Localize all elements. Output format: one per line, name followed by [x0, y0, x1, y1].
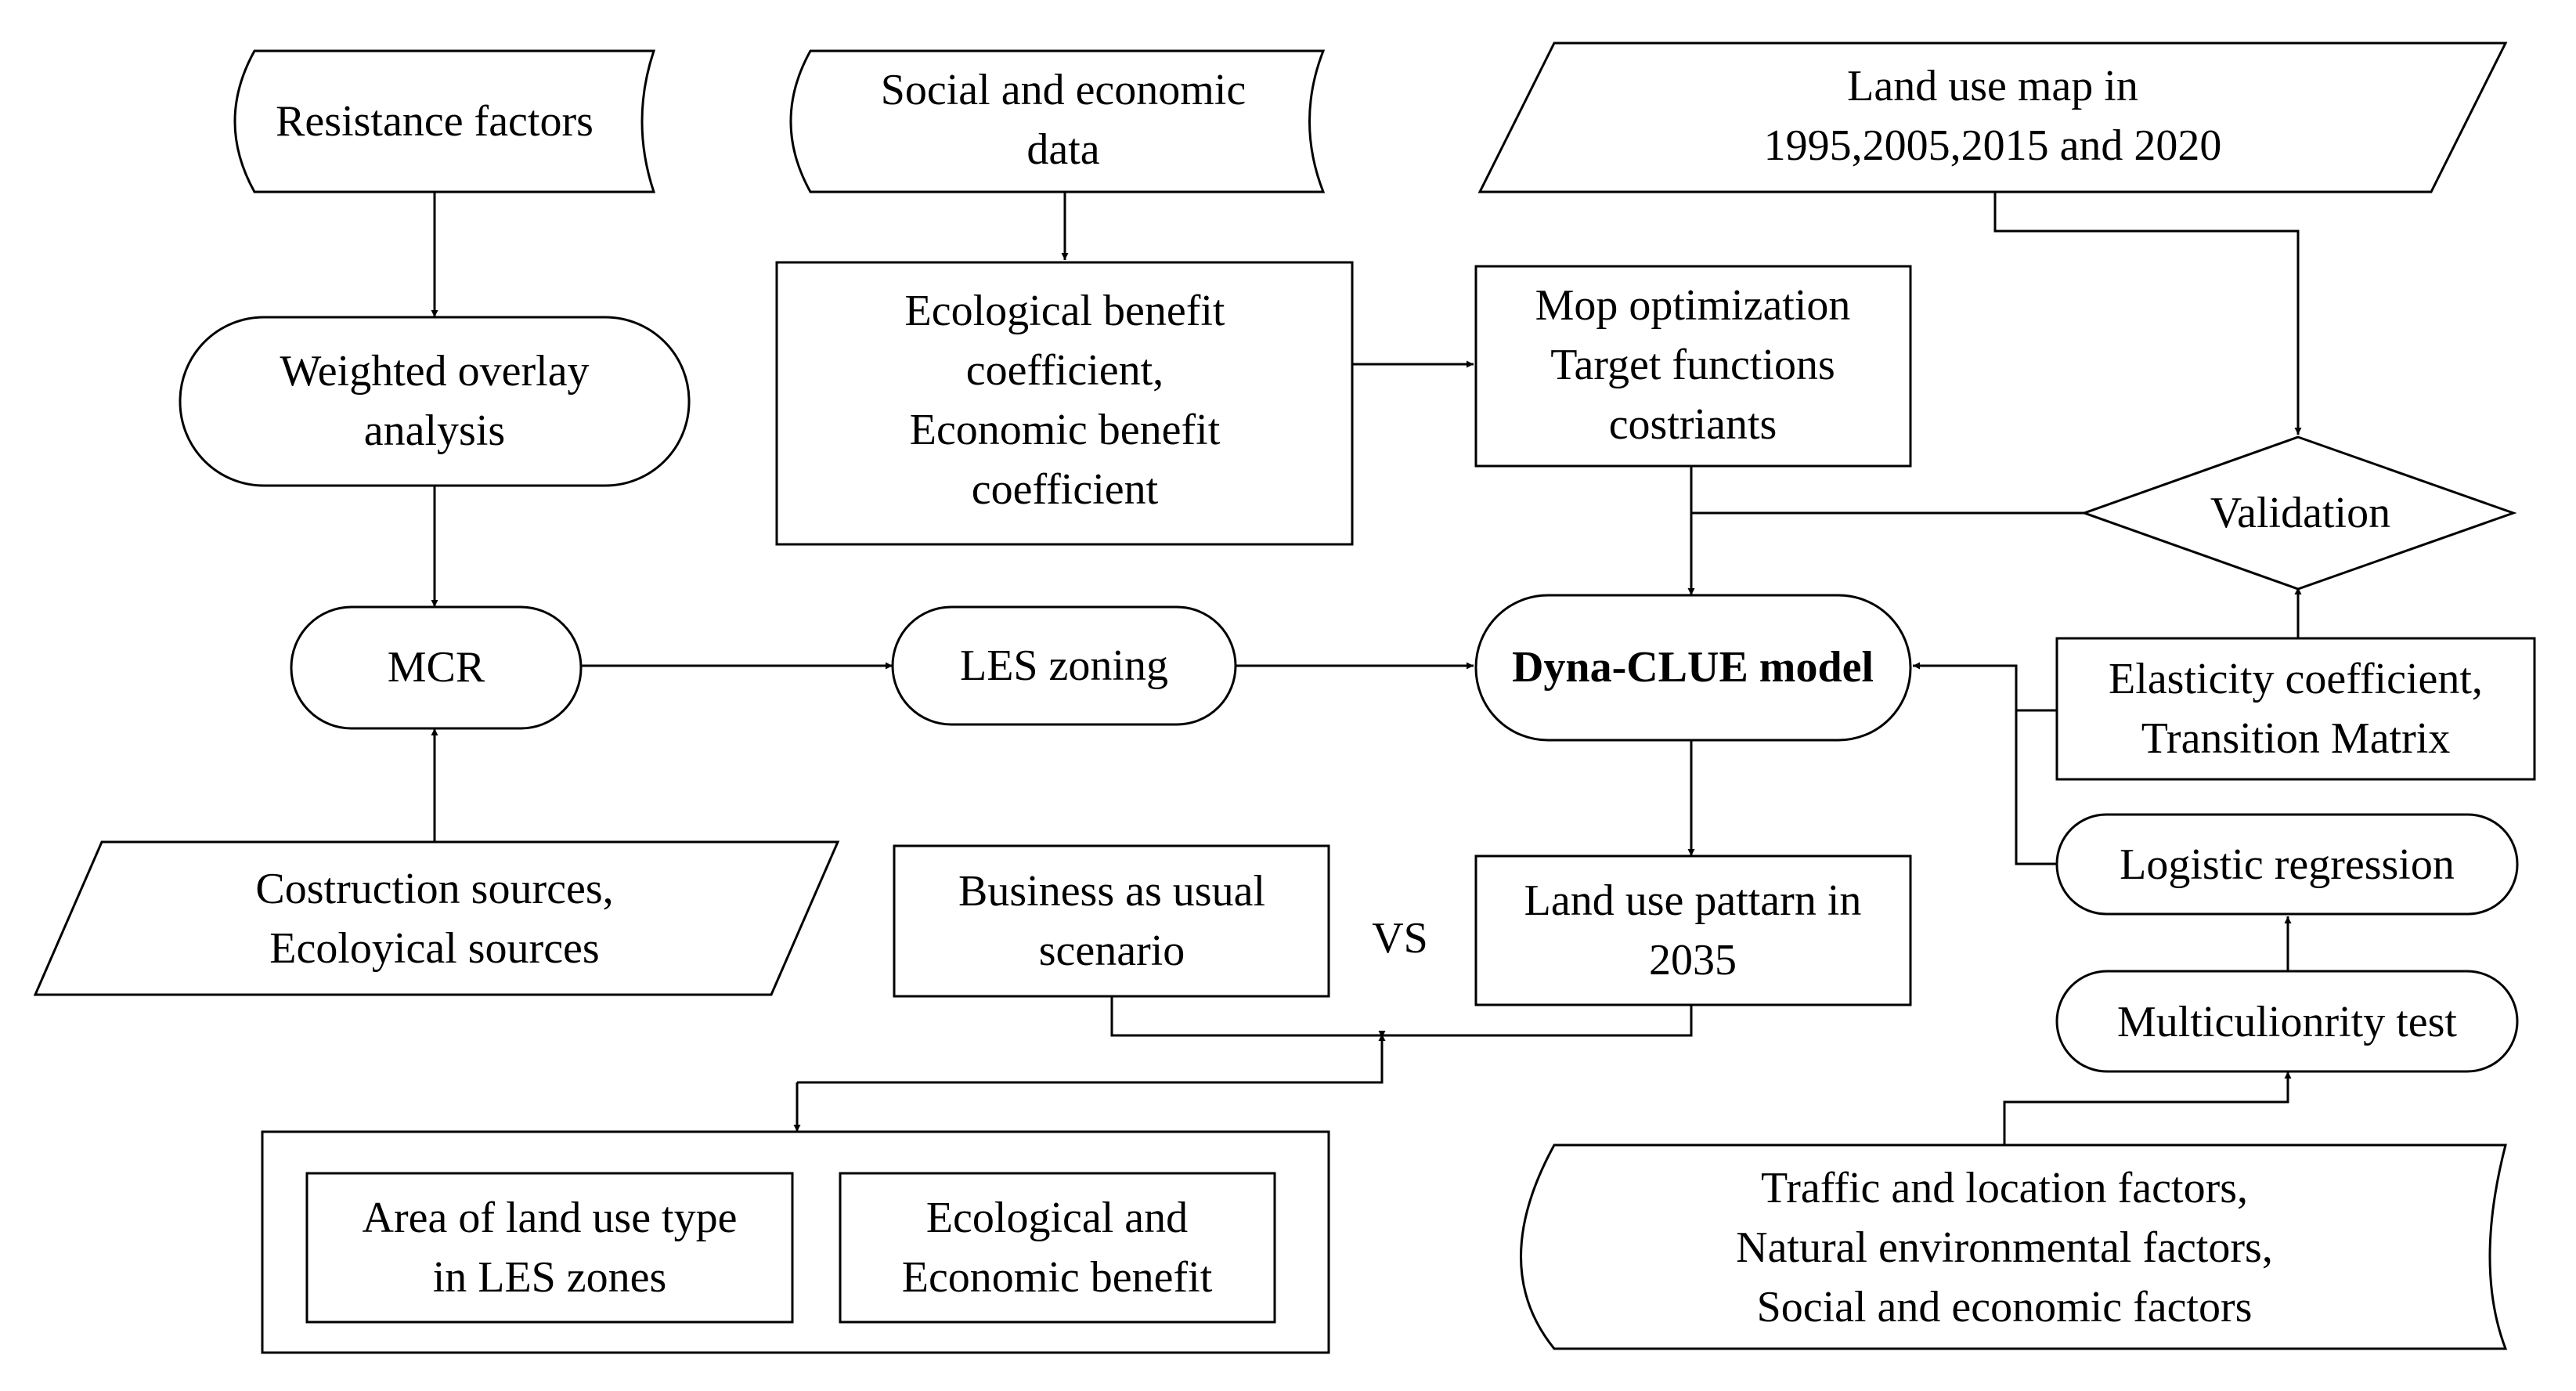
resistance-factors-shape [233, 49, 656, 193]
eco-econ-benefit-label-1: Ecological and [926, 1194, 1188, 1242]
factors-shape [1520, 1144, 2508, 1350]
arrow-elasticity-to-dyna [1913, 662, 2057, 712]
labels: Resistance factors Weighted overlay anal… [255, 62, 2483, 1331]
pattern-2035-shape [1474, 854, 1912, 1006]
factors-label-2: Natural environmental factors, [1736, 1223, 2273, 1272]
eco-coefficient-label-2: coefficient, [966, 346, 1164, 395]
area-land-use-label-1: Area of land use type [363, 1194, 738, 1242]
line-compare-bracket [1110, 996, 1693, 1037]
area-land-use-label-2: in LES zones [433, 1253, 667, 1302]
construction-label-1: Costruction sources, [255, 865, 613, 913]
elasticity-label-1: Elasticity coefficient, [2109, 655, 2483, 703]
eco-coefficient-label-3: Economic benefit [910, 406, 1221, 454]
mop-label-2: Target functions [1550, 341, 1835, 389]
logistic-label: Logistic regression [2120, 840, 2455, 889]
vs-label: VS [1372, 914, 1428, 963]
construction-sources-shape [33, 840, 840, 996]
line-logistic-to-dyna [2015, 705, 2057, 865]
factors-label-1: Traffic and location factors, [1761, 1164, 2248, 1212]
business-label-1: Business as usual [958, 867, 1265, 916]
validation-shape [2080, 435, 2517, 591]
pattern-2035-label-2: 2035 [1649, 936, 1737, 985]
connectors [431, 192, 2302, 1145]
les-zoning-shape [891, 605, 1237, 726]
dyna-clue-shape [1474, 594, 1912, 742]
multicol-test-shape [2055, 970, 2519, 1073]
area-land-use-shape [305, 1172, 794, 1324]
line-compare-to-results [797, 1035, 1384, 1084]
elasticity-shape [2055, 637, 2536, 781]
eco-econ-benefit-shape [839, 1172, 1276, 1324]
shapes [33, 42, 2536, 1354]
mop-label-1: Mop optimization [1535, 281, 1851, 330]
land-use-map-shape [1477, 42, 2508, 193]
factors-label-3: Social and economic factors [1757, 1283, 2253, 1331]
social-data-label-2: data [1026, 125, 1099, 174]
validation-label: Validation [2210, 489, 2390, 537]
logistic-regression-shape [2055, 813, 2519, 916]
arrow-factors-to-multicol [2003, 1071, 2292, 1145]
weighted-overlay-shape [179, 316, 691, 487]
land-use-map-label-1: Land use map in [1847, 62, 2138, 110]
business-label-2: scenario [1039, 927, 1185, 975]
eco-econ-benefit-label-2: Economic benefit [902, 1253, 1213, 1302]
elasticity-label-2: Transition Matrix [2141, 714, 2451, 763]
social-data-label-1: Social and economic [881, 66, 1247, 114]
eco-coefficient-label-4: coefficient [972, 465, 1159, 514]
mop-label-3: costriants [1609, 400, 1777, 449]
weighted-overlay-label-2: analysis [364, 406, 505, 455]
business-scenario-shape [893, 844, 1330, 998]
mop-optimization-shape [1474, 265, 1912, 468]
mcr-shape [290, 605, 583, 730]
mcr-label: MCR [388, 643, 485, 692]
resistance-factors-label: Resistance factors [276, 97, 593, 146]
weighted-overlay-label-1: Weighted overlay [280, 347, 589, 396]
multicol-label: Multiculionrity test [2117, 998, 2457, 1046]
construction-label-2: Ecoloyical sources [269, 924, 599, 973]
land-use-map-label-2: 1995,2005,2015 and 2020 [1764, 121, 2222, 170]
eco-coefficient-shape [775, 261, 1354, 546]
arrow-map-to-validation [1993, 192, 2302, 435]
social-data-shape [789, 49, 1326, 193]
les-zoning-label: LES zoning [960, 641, 1168, 690]
eco-coefficient-label-1: Ecological benefit [905, 287, 1225, 335]
pattern-2035-label-1: Land use pattarn in [1524, 876, 1862, 925]
dyna-clue-label: Dyna-CLUE model [1512, 643, 1874, 692]
